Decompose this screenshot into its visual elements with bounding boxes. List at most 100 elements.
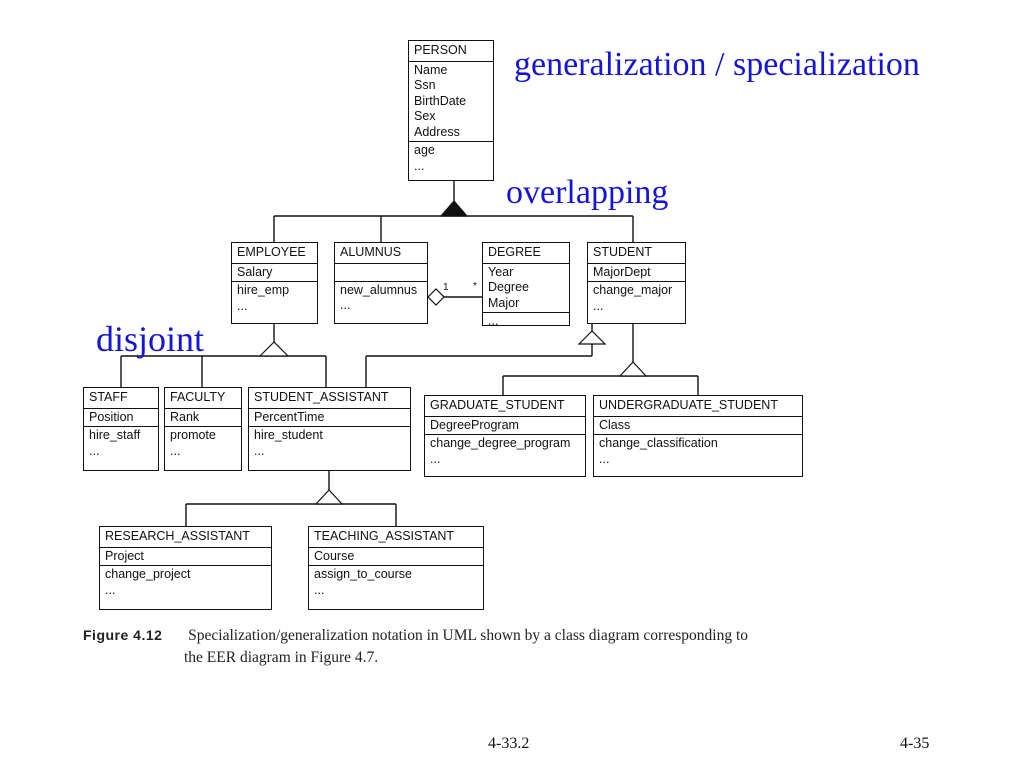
class-attributes: Rank bbox=[165, 409, 241, 427]
class-operation: change_degree_program bbox=[430, 436, 571, 450]
multiplicity-alumnus: 1 bbox=[443, 282, 449, 293]
overlapping-generalization-triangle bbox=[439, 200, 469, 217]
class-name: UNDERGRADUATE_STUDENT bbox=[594, 396, 802, 417]
class-operations: hire_emp... bbox=[232, 282, 317, 315]
class-attribute: Ssn bbox=[414, 78, 436, 92]
class-operation: change_classification bbox=[599, 436, 718, 450]
class-attribute: Position bbox=[89, 409, 134, 424]
class-operations: age... bbox=[409, 142, 493, 175]
class-operations: change_project... bbox=[100, 566, 271, 599]
class-operation: ... bbox=[414, 158, 425, 173]
class-operations: new_alumnus... bbox=[335, 282, 427, 315]
class-attributes: Salary bbox=[232, 264, 317, 282]
class-operation: hire_student bbox=[254, 428, 323, 442]
class-operation: ... bbox=[254, 443, 265, 458]
class-operations: hire_student... bbox=[249, 427, 410, 460]
class-attributes: PercentTime bbox=[249, 409, 410, 427]
class-attributes: MajorDept bbox=[588, 264, 685, 282]
class-name: STUDENT bbox=[588, 243, 685, 264]
footer-left: 4-33.2 bbox=[488, 735, 530, 752]
class-operation: promote bbox=[170, 428, 216, 442]
class-attribute: PercentTime bbox=[254, 409, 325, 424]
annotation-generalization: generalization / specialization bbox=[514, 46, 920, 83]
class-attribute: Sex bbox=[414, 109, 436, 123]
class-operation: ... bbox=[593, 298, 604, 313]
figure-caption-line2: the EER diagram in Figure 4.7. bbox=[184, 649, 379, 666]
student-generalization-triangle bbox=[618, 361, 648, 377]
class-operation: hire_emp bbox=[237, 283, 290, 297]
class-operation: change_major bbox=[593, 283, 673, 297]
class-attribute: DegreeProgram bbox=[430, 417, 519, 432]
class-operation: ... bbox=[89, 443, 100, 458]
class-operations: change_classification... bbox=[594, 435, 802, 468]
annotation-disjoint: disjoint bbox=[96, 319, 205, 359]
disjoint-generalization-triangle bbox=[258, 341, 290, 357]
figure-label: Figure 4.12 bbox=[83, 627, 163, 643]
class-name: PERSON bbox=[409, 41, 493, 62]
class-attributes: Project bbox=[100, 548, 271, 566]
annotation-overlapping: overlapping bbox=[506, 174, 669, 211]
class-operation: age bbox=[414, 143, 435, 157]
class-attribute: MajorDept bbox=[593, 264, 651, 279]
class-operation: ... bbox=[170, 443, 181, 458]
class-operation: change_project bbox=[105, 567, 191, 581]
class-operations: promote... bbox=[165, 427, 241, 460]
class-attribute: BirthDate bbox=[414, 93, 467, 108]
figure-caption-line1: Figure 4.12 Specialization/generalizatio… bbox=[83, 627, 748, 645]
class-operation: assign_to_course bbox=[314, 567, 412, 581]
student-assistant-sub-triangle bbox=[314, 489, 344, 505]
class-operation: ... bbox=[488, 314, 499, 328]
class-attributes: DegreeProgram bbox=[425, 417, 585, 435]
class-operation: ... bbox=[599, 451, 610, 466]
class-operation: hire_staff bbox=[89, 428, 141, 442]
class-name: FACULTY bbox=[165, 388, 241, 409]
class-operations: hire_staff... bbox=[84, 427, 158, 460]
class-operation: ... bbox=[340, 298, 351, 312]
class-attributes: Class bbox=[594, 417, 802, 435]
class-attributes: Position bbox=[84, 409, 158, 427]
student-assistant-generalization-triangle bbox=[577, 330, 607, 345]
class-attribute: Degree bbox=[488, 280, 529, 294]
class-attribute: Course bbox=[314, 548, 355, 563]
class-operation: ... bbox=[314, 582, 325, 597]
class-name: STAFF bbox=[84, 388, 158, 409]
class-attribute: Address bbox=[414, 124, 460, 139]
class-attribute: Class bbox=[599, 417, 631, 432]
class-attribute: Project bbox=[105, 548, 144, 563]
class-operations: change_degree_program... bbox=[425, 435, 585, 468]
class-name: DEGREE bbox=[483, 243, 569, 264]
class-operations: assign_to_course... bbox=[309, 566, 483, 599]
class-name: EMPLOYEE bbox=[232, 243, 317, 264]
class-name: TEACHING_ASSISTANT bbox=[309, 527, 483, 548]
caption-text-1: Specialization/generalization notation i… bbox=[188, 627, 749, 644]
multiplicity-degree: * bbox=[473, 281, 477, 292]
aggregation-diamond bbox=[427, 288, 445, 306]
class-name: STUDENT_ASSISTANT bbox=[249, 388, 410, 409]
class-name: GRADUATE_STUDENT bbox=[425, 396, 585, 417]
class-operation: ... bbox=[237, 298, 248, 313]
class-attributes: Course bbox=[309, 548, 483, 566]
class-attribute: Year bbox=[488, 264, 514, 279]
class-name: ALUMNUS bbox=[335, 243, 427, 264]
class-operation: new_alumnus bbox=[340, 282, 418, 297]
class-attributes bbox=[335, 264, 427, 282]
class-attribute: Salary bbox=[237, 264, 273, 279]
class-operations: change_major... bbox=[588, 282, 685, 315]
class-operations: ... bbox=[483, 313, 569, 331]
class-operation: ... bbox=[430, 451, 441, 466]
class-operation: ... bbox=[105, 582, 116, 597]
